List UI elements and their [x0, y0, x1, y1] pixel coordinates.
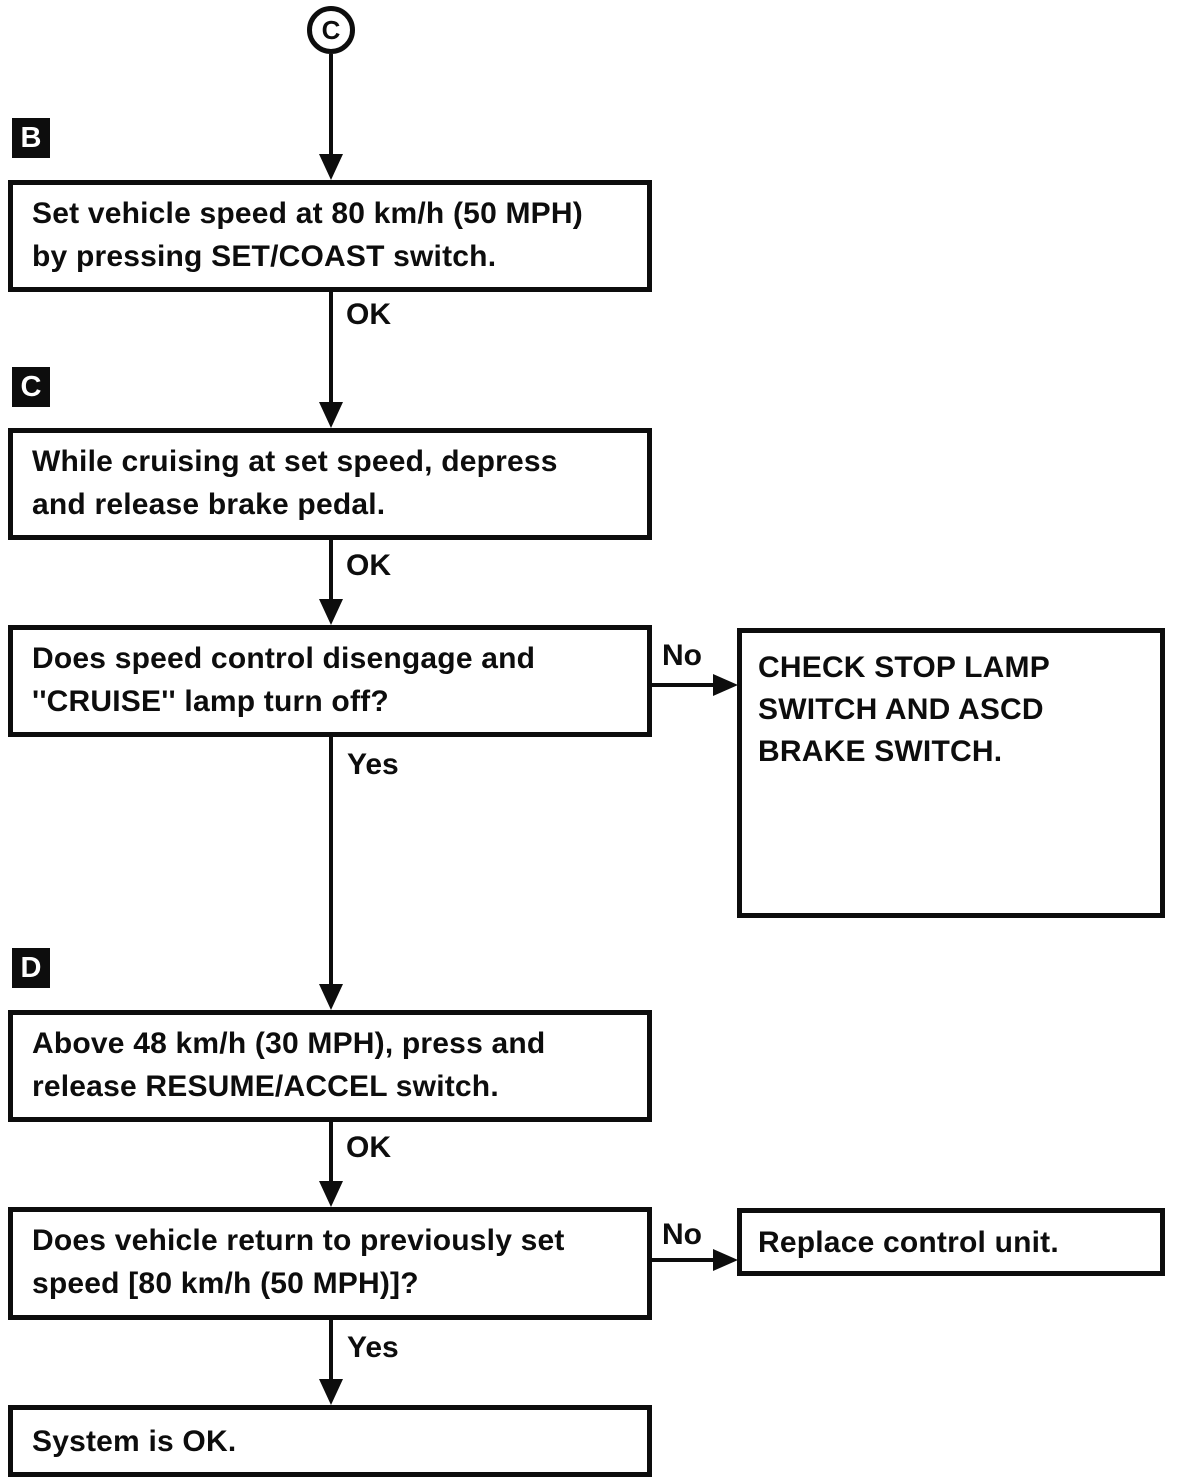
- section-label-text: D: [20, 951, 42, 984]
- arrowhead-right-icon: [713, 1249, 738, 1271]
- arrowhead-down-icon: [319, 1181, 343, 1207]
- step-text-line: SWITCH AND ASCD: [758, 693, 1044, 726]
- edge-label-no: No: [662, 639, 702, 672]
- step-text-line: Replace control unit.: [758, 1225, 1059, 1259]
- arrowhead-right-icon: [713, 674, 738, 696]
- section-label-text: B: [20, 121, 42, 154]
- step-text-line: and release brake pedal.: [32, 488, 386, 521]
- arrowhead-down-icon: [319, 402, 343, 428]
- connector-circle-c: C: [307, 6, 355, 54]
- arrowhead-down-icon: [319, 599, 343, 625]
- flow-line-resume-to-return: [329, 1122, 333, 1181]
- edge-label-no: No: [662, 1218, 702, 1251]
- step-text-line: BRAKE SWITCH.: [758, 735, 1003, 768]
- edge-label-ok: OK: [346, 298, 391, 331]
- step-text-line: Does vehicle return to previously set: [32, 1224, 565, 1257]
- decision-box-return-to-set-speed: Does vehicle return to previously set sp…: [8, 1207, 652, 1320]
- section-label-text: C: [20, 370, 42, 403]
- step-text-line: ''CRUISE'' lamp turn off?: [32, 685, 389, 718]
- section-label-c: C: [12, 367, 50, 407]
- section-label-b: B: [12, 118, 50, 158]
- branch-line-no-to-replace-box: [650, 1258, 714, 1262]
- arrowhead-down-icon: [319, 984, 343, 1010]
- arrowhead-down-icon: [319, 1379, 343, 1405]
- branch-line-no-to-check-box: [650, 683, 714, 687]
- step-text-line: Set vehicle speed at 80 km/h (50 MPH): [32, 197, 583, 230]
- step-text-line: release RESUME/ACCEL switch.: [32, 1070, 499, 1103]
- step-text-line: CHECK STOP LAMP: [758, 651, 1050, 684]
- terminal-box-system-ok: System is OK.: [8, 1405, 652, 1477]
- section-label-d: D: [12, 948, 50, 988]
- action-box-check-stop-lamp-switch: CHECK STOP LAMP SWITCH AND ASCD BRAKE SW…: [737, 628, 1165, 918]
- edge-label-ok: OK: [346, 549, 391, 582]
- edge-label-yes: Yes: [347, 748, 399, 781]
- step-box-set-speed: Set vehicle speed at 80 km/h (50 MPH) by…: [8, 180, 652, 292]
- edge-label-ok: OK: [346, 1131, 391, 1164]
- step-box-brake-test: While cruising at set speed, depress and…: [8, 428, 652, 540]
- flow-line-brake-to-disengage: [329, 540, 333, 599]
- action-box-replace-control-unit: Replace control unit.: [737, 1208, 1165, 1276]
- step-box-resume-accel: Above 48 km/h (30 MPH), press and releas…: [8, 1010, 652, 1122]
- step-text-line: System is OK.: [32, 1424, 237, 1458]
- step-text-line: speed [80 km/h (50 MPH)]?: [32, 1267, 419, 1300]
- flow-line-connector-to-set: [329, 54, 333, 156]
- step-text-line: Above 48 km/h (30 MPH), press and: [32, 1027, 546, 1060]
- arrowhead-down-icon: [319, 154, 343, 180]
- flow-line-set-to-brake: [329, 292, 333, 402]
- edge-label-yes: Yes: [347, 1331, 399, 1364]
- flow-line-return-to-system-ok: [329, 1320, 333, 1379]
- decision-box-disengage: Does speed control disengage and ''CRUIS…: [8, 625, 652, 737]
- step-text-line: While cruising at set speed, depress: [32, 445, 558, 478]
- step-text-line: Does speed control disengage and: [32, 642, 536, 675]
- step-text-line: by pressing SET/COAST switch.: [32, 240, 497, 273]
- connector-circle-label: C: [321, 14, 341, 45]
- flow-line-disengage-to-resume: [329, 737, 333, 984]
